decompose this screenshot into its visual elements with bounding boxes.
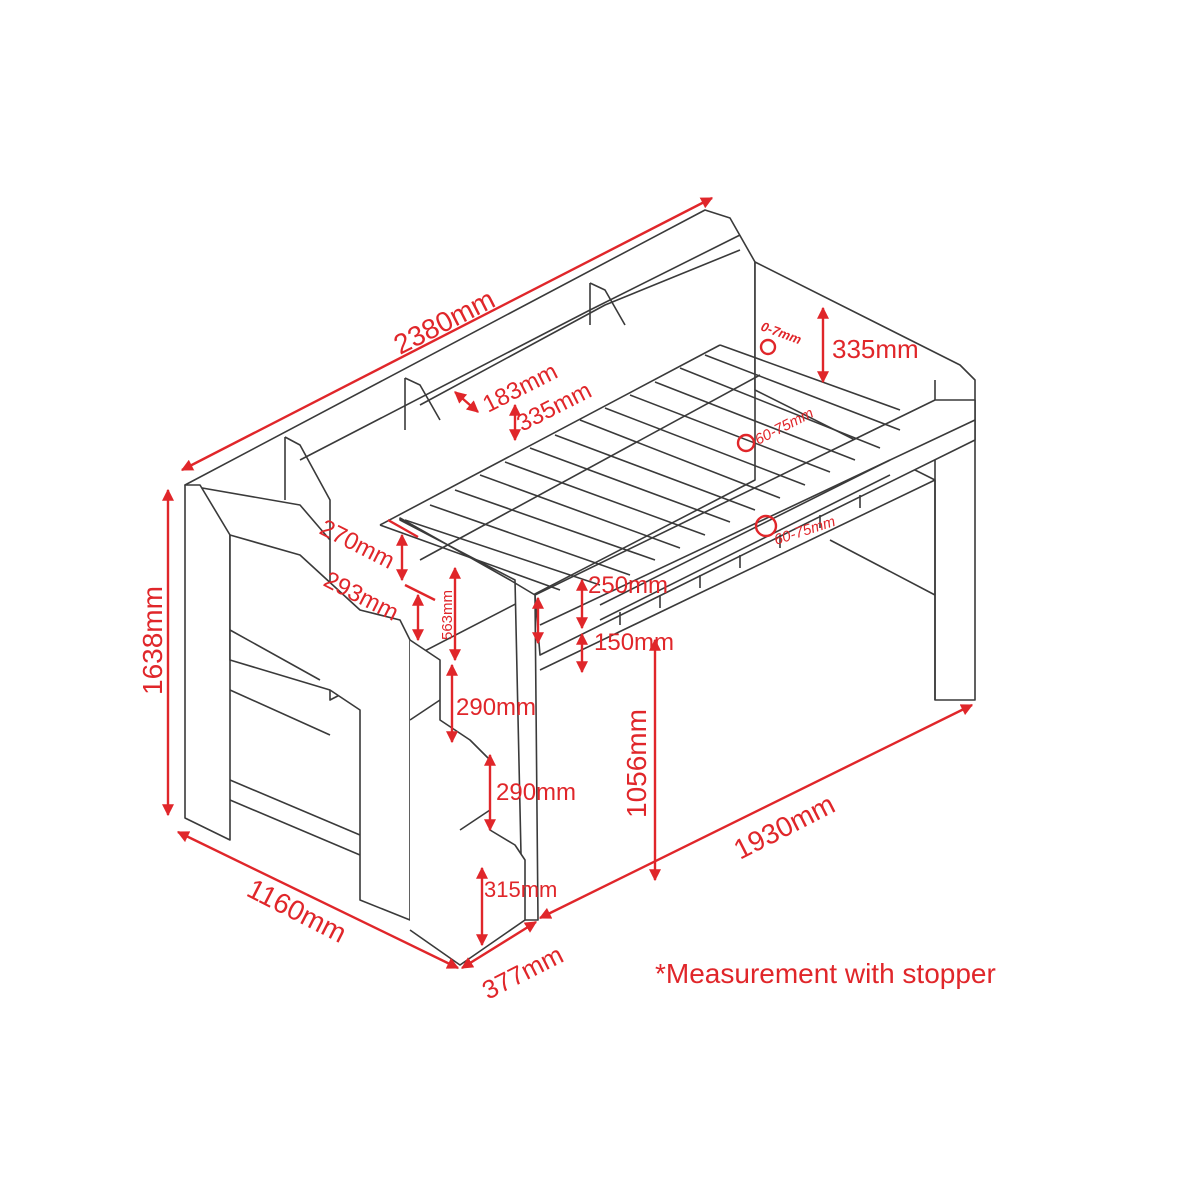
rail-gap-label: 150mm <box>594 629 674 656</box>
guard-height-label: 335mm <box>832 334 919 364</box>
bed-length-label: 1930mm <box>729 788 840 865</box>
footnote: *Measurement with stopper <box>655 958 996 989</box>
total-height-label: 1638mm <box>137 586 168 695</box>
step-rise-bottom-label: 315mm <box>484 877 557 902</box>
rail-height-label: 250mm <box>588 572 668 599</box>
total-depth-label: 1160mm <box>242 873 351 949</box>
dimension-lines <box>162 196 974 970</box>
under-bed-height-label: 1056mm <box>621 709 652 818</box>
step-height-top-label: 563mm <box>439 590 456 640</box>
bed-outline <box>184 209 976 966</box>
step-rise-2-label: 290mm <box>496 779 576 806</box>
step-rise-1-label: 290mm <box>456 694 536 721</box>
